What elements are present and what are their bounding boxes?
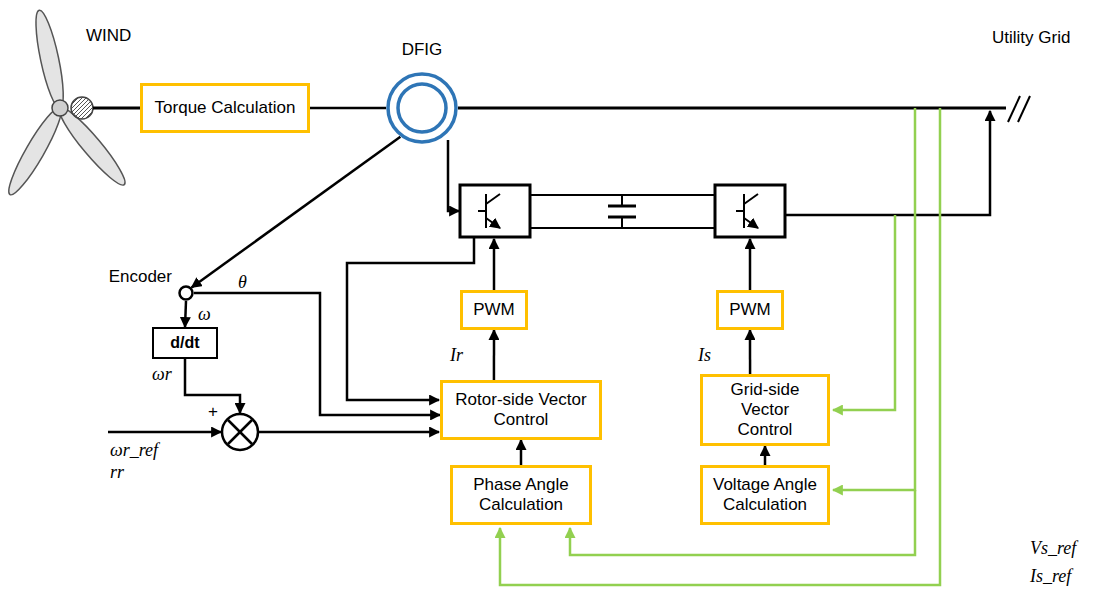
box-label: PWM [729, 300, 771, 320]
signal-connector [310, 107, 386, 110]
shaft-line [93, 107, 140, 110]
signal-connector [192, 137, 401, 288]
encoder-circle: Encoder [178, 285, 194, 301]
box-label: d/dt [170, 333, 199, 353]
box-label: Torque Calculation [155, 98, 296, 118]
drawing-part [715, 185, 785, 237]
grid-break [1008, 96, 1030, 122]
drawing-part [1008, 96, 1020, 122]
drawing-part [30, 8, 68, 110]
drawing-part [2, 104, 68, 200]
grid-bus [458, 107, 1006, 110]
signal-name: ωr_ref [110, 440, 158, 460]
box-label: Grid-side Vector Control [713, 380, 817, 440]
drawing-part [744, 218, 758, 228]
signal-connector [520, 440, 523, 465]
sign-label: + [208, 402, 218, 422]
control-box: Phase Angle Calculation [450, 465, 592, 525]
grid-label: Utility Grid [992, 28, 1070, 48]
dc-link [530, 195, 715, 228]
drawing-part [52, 100, 68, 116]
speed-reference-wire [108, 431, 221, 434]
drawing-part [833, 108, 915, 490]
control-box: Rotor-side Vector Control [440, 380, 602, 440]
drawing-part [228, 420, 252, 444]
gate-signal [749, 239, 752, 290]
box-label: Rotor-side Vector Control [453, 390, 589, 430]
signal-connector [749, 330, 752, 374]
signal-name: Vs_ref [1030, 538, 1076, 558]
signal-name: Is [698, 345, 711, 365]
speed-error-wire [258, 431, 439, 434]
drawing-part [736, 210, 744, 212]
box-label: Phase Angle Calculation [463, 475, 579, 515]
wind-turbine [2, 8, 131, 199]
generator-label: DFIG [402, 40, 443, 60]
signal-name: ω [198, 304, 211, 324]
pwm-box: PWM [716, 290, 784, 330]
drawing-part [486, 218, 500, 228]
drawing-part [53, 102, 131, 190]
generator-circle: DFIG [386, 72, 458, 144]
gate-signal [493, 239, 496, 290]
drawing-part [486, 194, 500, 204]
signal-name: rr [110, 462, 124, 482]
rotor-wire [448, 140, 459, 211]
drawing-part [608, 216, 636, 219]
drawing-part [833, 215, 895, 410]
rotor-converter [460, 185, 530, 237]
process-box: Torque Calculation [140, 83, 310, 133]
control-box: Voltage Angle Calculation [700, 465, 830, 525]
control-box: Grid-side Vector Control [700, 374, 830, 446]
encoder-symbol [178, 285, 194, 301]
signal-connector [764, 446, 767, 465]
drawing-part [621, 217, 623, 228]
rotor-current-wire [347, 237, 474, 400]
encoder-label: Encoder [109, 267, 172, 287]
drawing-part [744, 194, 758, 204]
signal-name: Ir [450, 345, 463, 365]
signal-name: ωr [152, 364, 172, 384]
drawing-part [460, 185, 530, 237]
signal-connector [185, 301, 186, 327]
drawing-part [71, 97, 93, 119]
summing-junction [222, 414, 258, 450]
box-label: Voltage Angle Calculation [713, 475, 817, 515]
drawing-part [228, 420, 252, 444]
grid-feed-wire [785, 111, 990, 215]
signal-name: θ [238, 272, 247, 292]
signal-connector [493, 330, 496, 380]
drawing-part [478, 210, 486, 212]
box-label: PWM [473, 300, 515, 320]
caption-label: WIND [86, 26, 131, 46]
signal-connector [194, 293, 440, 415]
generator-symbol [386, 72, 458, 144]
drawing-part [1018, 96, 1030, 122]
drawing-part [222, 414, 258, 450]
process-box: d/dt [152, 327, 218, 359]
grid-converter [715, 185, 785, 237]
connector-layer [185, 108, 765, 465]
drawing-part [608, 205, 636, 208]
pwm-box: PWM [460, 290, 528, 330]
drawing-part [621, 195, 623, 206]
signal-name: Is_ref [1030, 566, 1071, 586]
